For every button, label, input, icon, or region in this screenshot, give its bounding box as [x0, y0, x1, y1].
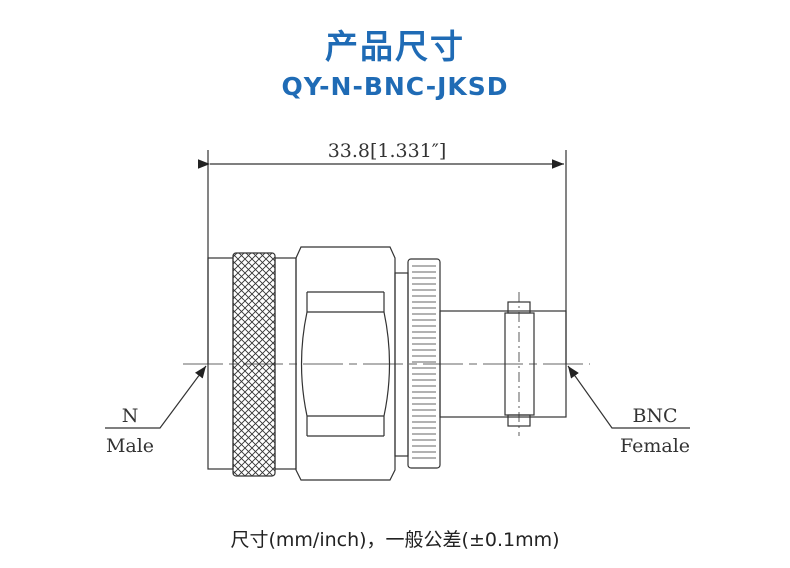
left-connector-gender: Male: [106, 435, 154, 457]
left-connector-type: N: [122, 405, 139, 427]
model-number: QY-N-BNC-JKSD: [281, 72, 509, 101]
right-connector-type: BNC: [632, 405, 677, 427]
right-connector-gender: Female: [620, 435, 690, 457]
leader-right: [567, 365, 690, 429]
page-title: 产品尺寸: [325, 27, 465, 66]
tolerance-note: 尺寸(mm/inch)，一般公差(±0.1mm): [230, 529, 560, 551]
n-body: [207, 257, 234, 470]
overall-length-dimension: 33.8[1.331″]: [328, 140, 447, 162]
knurled-coupling-nut: [232, 252, 276, 477]
hex-body: [295, 246, 396, 481]
leader-left: [105, 365, 207, 429]
